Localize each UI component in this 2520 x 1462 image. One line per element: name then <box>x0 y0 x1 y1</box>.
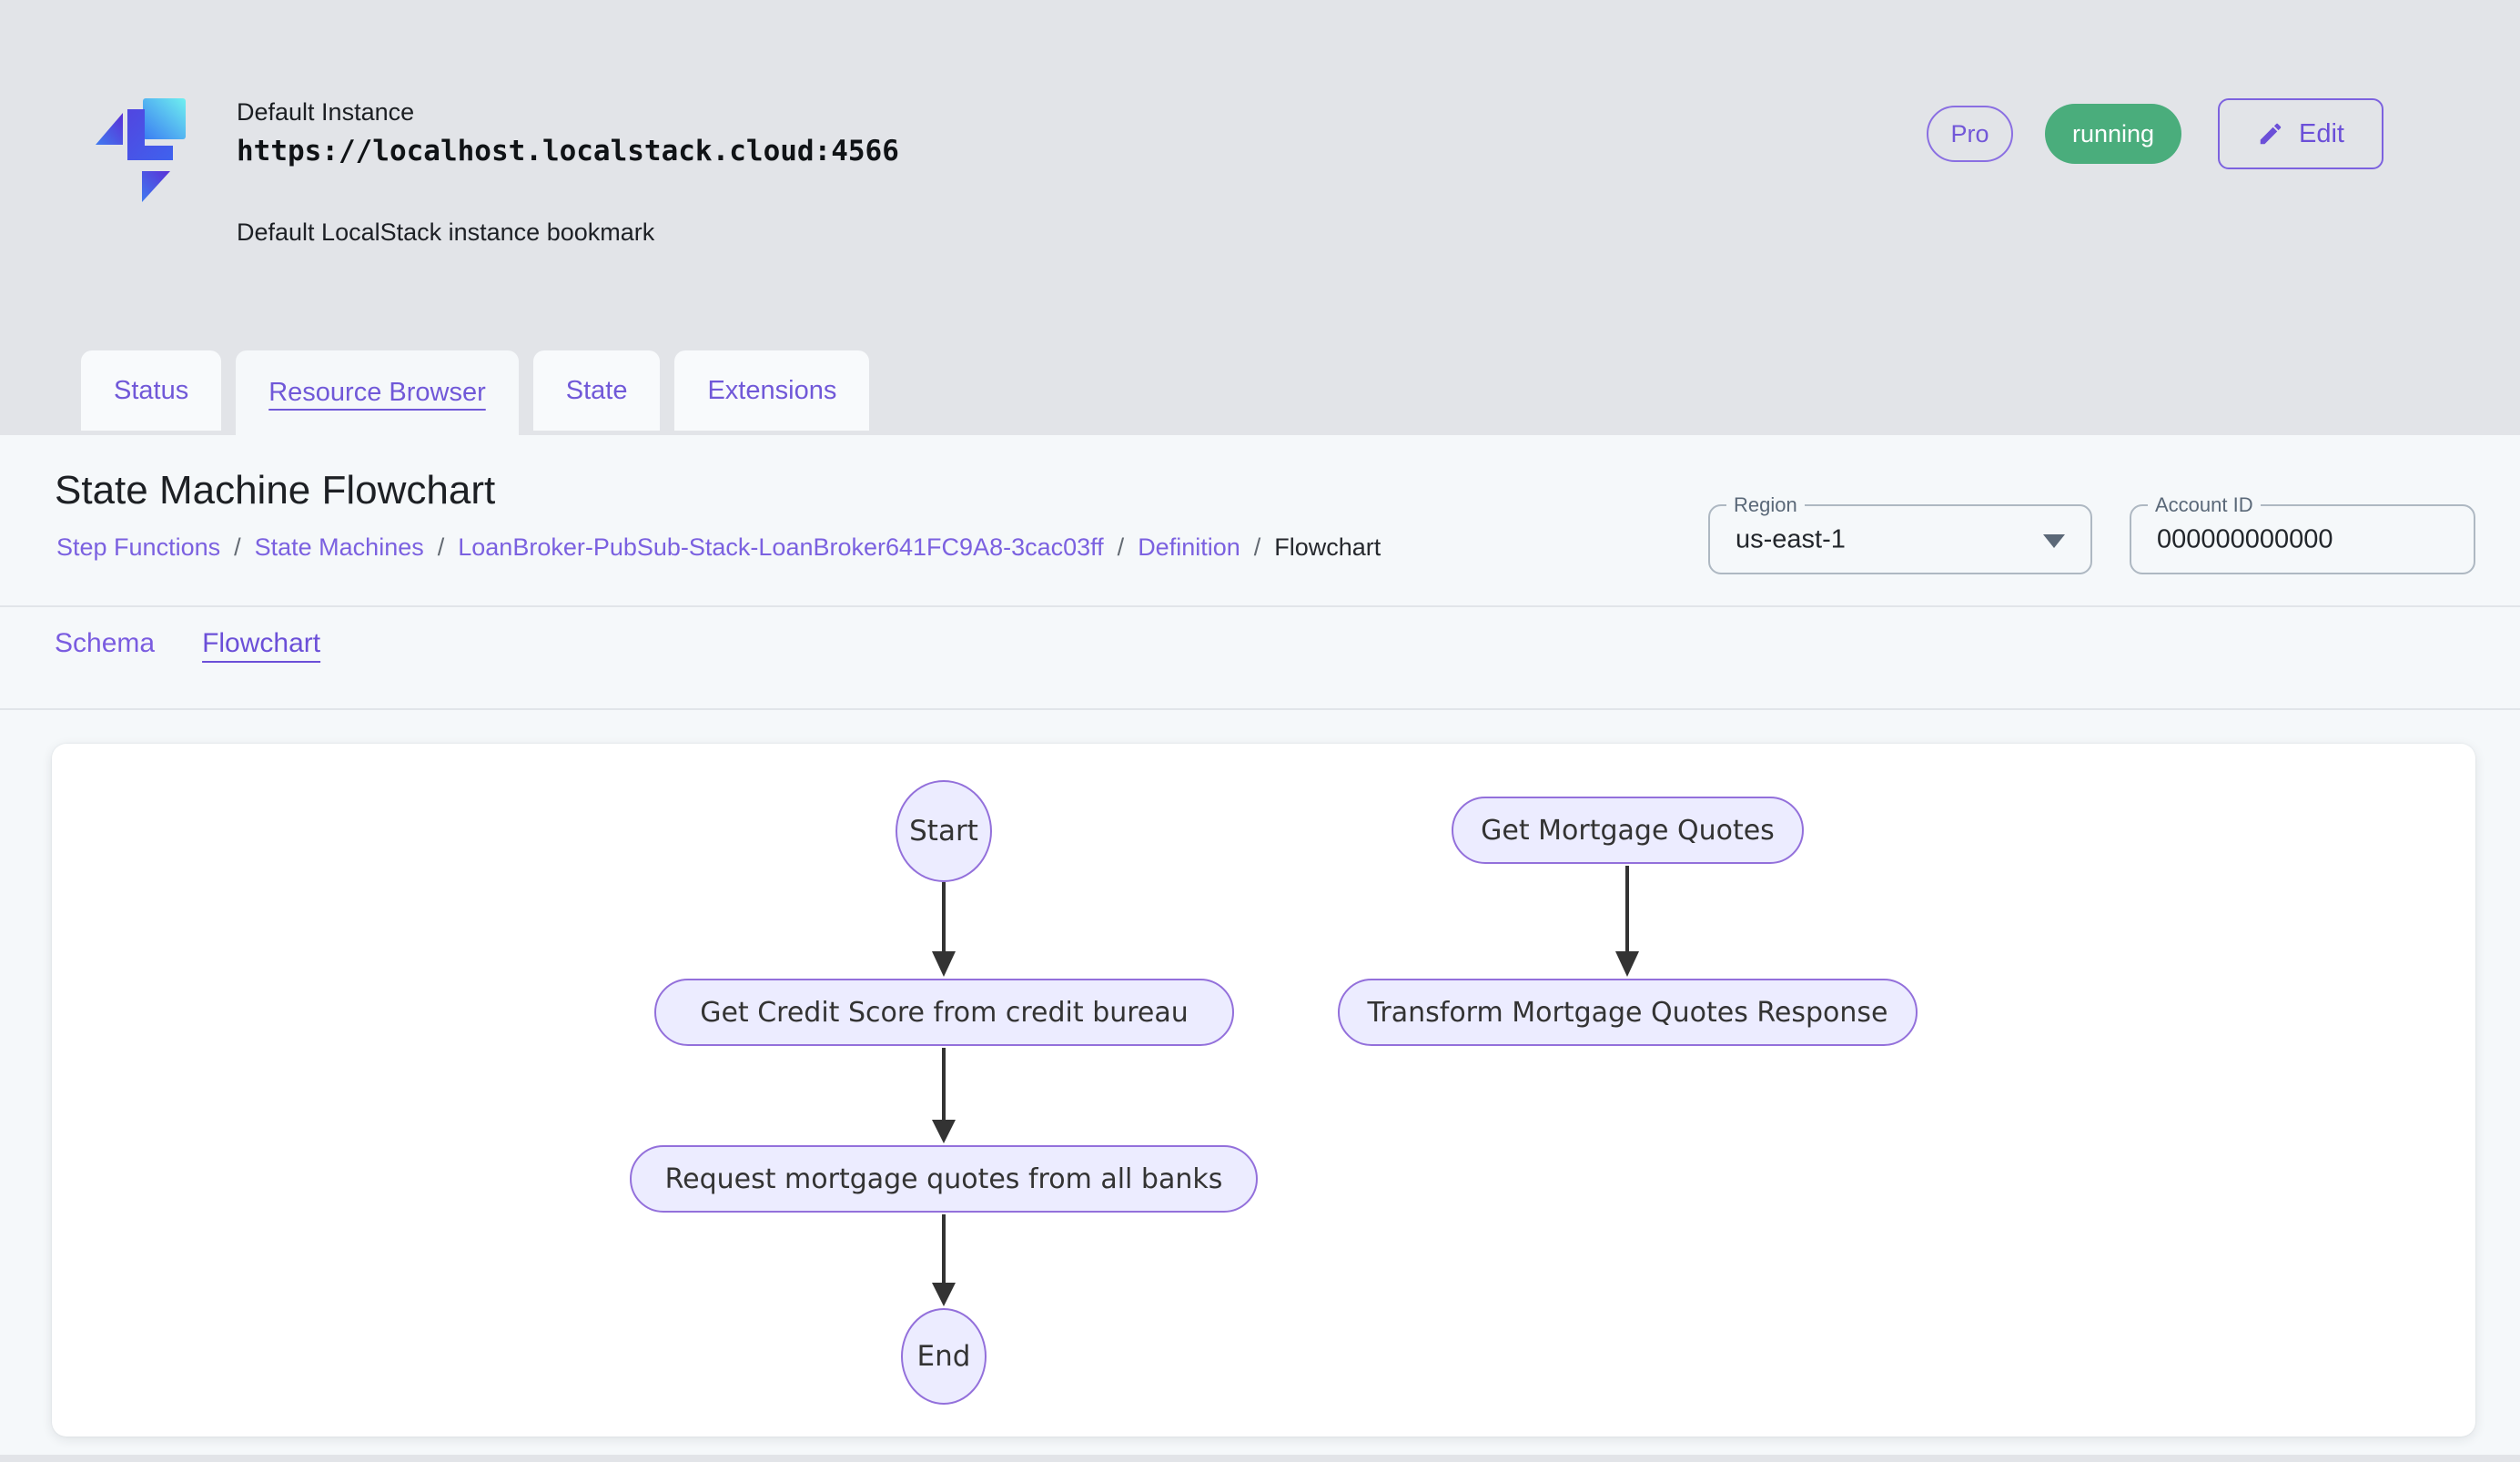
tab-extensions-label: Extensions <box>707 375 837 405</box>
flowchart-node-get-credit-score: Get Credit Score from credit bureau <box>654 979 1234 1046</box>
pro-badge-label: Pro <box>1950 119 1989 147</box>
instance-description: Default LocalStack instance bookmark <box>237 218 655 246</box>
localstack-logo-icon <box>96 98 186 202</box>
tab-resource-browser-label: Resource Browser <box>268 378 486 407</box>
flowchart-node-transform-response: Transform Mortgage Quotes Response <box>1338 979 1918 1046</box>
tab-resource-browser[interactable]: Resource Browser <box>236 350 519 435</box>
page-title: State Machine Flowchart <box>55 468 496 513</box>
flowchart-node-request-quotes: Request mortgage quotes from all banks <box>630 1145 1258 1213</box>
breadcrumb-flowchart: Flowchart <box>1274 533 1381 561</box>
divider <box>0 708 2520 710</box>
breadcrumb-separator: / <box>437 533 445 561</box>
breadcrumb-separator: / <box>234 533 241 561</box>
breadcrumb: Step Functions / State Machines / LoanBr… <box>56 533 1381 562</box>
flowchart-node-get-mortgage-quotes: Get Mortgage Quotes <box>1452 797 1804 864</box>
flowchart-node-start: Start <box>896 780 992 882</box>
region-select-label: Region <box>1726 493 1805 517</box>
breadcrumb-state-machine-name[interactable]: LoanBroker-PubSub-Stack-LoanBroker641FC9… <box>458 533 1104 561</box>
definition-subtabs: Schema Flowchart <box>55 628 320 659</box>
subtab-schema[interactable]: Schema <box>55 628 156 658</box>
account-id-value: 000000000000 <box>2157 524 2333 553</box>
breadcrumb-separator: / <box>1117 533 1125 561</box>
breadcrumb-definition[interactable]: Definition <box>1138 533 1240 561</box>
tab-state-label: State <box>565 375 628 405</box>
edit-button[interactable]: Edit <box>2218 98 2383 169</box>
node-get-credit-score-label: Get Credit Score from credit bureau <box>700 996 1189 1029</box>
status-badge-label: running <box>2071 119 2155 147</box>
instance-header: Default Instance https://localhost.local… <box>0 0 2520 435</box>
tab-state[interactable]: State <box>532 350 661 431</box>
main-tabs: Status Resource Browser State Extensions <box>81 350 870 435</box>
tab-extensions[interactable]: Extensions <box>674 350 870 431</box>
node-end-label: End <box>916 1340 971 1373</box>
flowchart-node-end: End <box>901 1308 987 1405</box>
instance-url: https://localhost.localstack.cloud:4566 <box>237 135 899 168</box>
edit-button-label: Edit <box>2299 118 2344 148</box>
dropdown-arrow-icon <box>2043 533 2065 548</box>
region-select[interactable]: Region us-east-1 <box>1708 493 2092 574</box>
breadcrumb-state-machines[interactable]: State Machines <box>254 533 424 561</box>
region-select-value: us-east-1 <box>1736 524 1846 553</box>
subtab-flowchart[interactable]: Flowchart <box>202 628 321 658</box>
resource-browser-panel: State Machine Flowchart Step Functions /… <box>0 435 2520 1455</box>
pro-badge: Pro <box>1927 106 2013 162</box>
breadcrumb-separator: / <box>1253 533 1261 561</box>
node-transform-response-label: Transform Mortgage Quotes Response <box>1367 996 1888 1029</box>
divider <box>0 605 2520 607</box>
flowchart-edges <box>932 866 1639 1306</box>
node-get-mortgage-quotes-label: Get Mortgage Quotes <box>1481 814 1775 847</box>
edit-pencil-icon <box>2260 123 2282 145</box>
account-id-label: Account ID <box>2148 493 2261 517</box>
account-id-input[interactable]: Account ID 000000000000 <box>2130 493 2475 574</box>
node-start-label: Start <box>909 815 978 848</box>
flowchart-card: Start Get Credit Score from credit burea… <box>52 744 2475 1437</box>
status-badge: running <box>2045 104 2181 164</box>
node-request-quotes-label: Request mortgage quotes from all banks <box>664 1162 1223 1195</box>
breadcrumb-step-functions[interactable]: Step Functions <box>56 533 221 561</box>
tab-status[interactable]: Status <box>81 350 222 431</box>
tab-status-label: Status <box>114 375 189 405</box>
instance-name: Default Instance <box>237 98 415 126</box>
